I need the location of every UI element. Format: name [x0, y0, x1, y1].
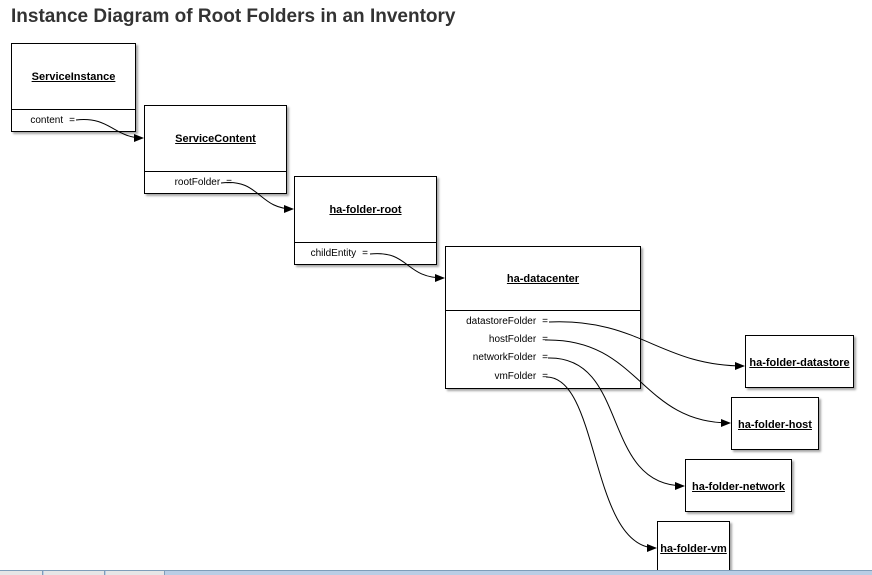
- attr-label: datastoreFolder: [466, 316, 537, 327]
- connector-child-entity-to-ha-datacenter: [369, 253, 445, 282]
- divider: [145, 171, 286, 172]
- ha-datacenter-name: ha-datacenter: [506, 272, 580, 285]
- equals-sign: =: [362, 248, 368, 259]
- equals-sign: =: [542, 352, 548, 363]
- bottom-bar: [0, 570, 872, 575]
- equals-sign: =: [542, 316, 548, 327]
- attr-child-entity: childEntity =: [311, 248, 368, 259]
- connector-host-folder: [544, 339, 731, 427]
- attr-content: content =: [30, 115, 75, 126]
- bottom-tab[interactable]: [106, 571, 165, 575]
- connector-datastore-folder: [548, 321, 745, 370]
- equals-sign: =: [69, 115, 75, 126]
- attr-label: vmFolder: [494, 371, 537, 382]
- attr-label: networkFolder: [472, 352, 537, 363]
- attr-label: content: [30, 115, 64, 126]
- ha-folder-root-box: ha-folder-root childEntity =: [294, 176, 437, 265]
- ha-folder-root-name: ha-folder-root: [329, 203, 402, 216]
- connector-vm-folder: [545, 376, 657, 552]
- page-title: Instance Diagram of Root Folders in an I…: [11, 6, 456, 27]
- divider: [295, 242, 436, 243]
- connector-content-to-service-content: [75, 119, 144, 142]
- attr-datastore-folder: datastoreFolder =: [466, 316, 548, 327]
- ha-folder-host-name: ha-folder-host: [738, 418, 812, 431]
- ha-folder-host-box: ha-folder-host: [731, 397, 819, 450]
- service-content-name: ServiceContent: [175, 132, 256, 145]
- attr-label: childEntity: [310, 248, 357, 259]
- connector-root-folder-to-ha-folder-root: [220, 181, 294, 213]
- service-instance-box: ServiceInstance content =: [11, 43, 136, 132]
- attr-vm-folder: vmFolder =: [494, 371, 548, 382]
- ha-folder-vm-name: ha-folder-vm: [660, 542, 727, 555]
- ha-folder-vm-box: ha-folder-vm: [657, 521, 730, 575]
- ha-folder-datastore-name: ha-folder-datastore: [749, 356, 850, 369]
- ha-datacenter-box: ha-datacenter datastoreFolder = hostFolde…: [445, 246, 641, 389]
- ha-folder-datastore-box: ha-folder-datastore: [745, 335, 854, 388]
- ha-folder-network-box: ha-folder-network: [685, 459, 792, 512]
- bottom-tab[interactable]: [0, 571, 43, 575]
- equals-sign: =: [542, 371, 548, 382]
- service-content-box: ServiceContent rootFolder=: [144, 105, 287, 194]
- divider: [446, 310, 640, 311]
- bottom-tab[interactable]: [44, 571, 105, 575]
- ha-folder-network-name: ha-folder-network: [692, 480, 785, 493]
- connector-network-folder: [547, 357, 685, 490]
- attr-label: hostFolder: [488, 334, 537, 345]
- divider: [12, 109, 135, 110]
- attr-network-folder: networkFolder =: [473, 352, 548, 363]
- attr-label: rootFolder: [174, 177, 221, 188]
- service-instance-name: ServiceInstance: [31, 70, 116, 83]
